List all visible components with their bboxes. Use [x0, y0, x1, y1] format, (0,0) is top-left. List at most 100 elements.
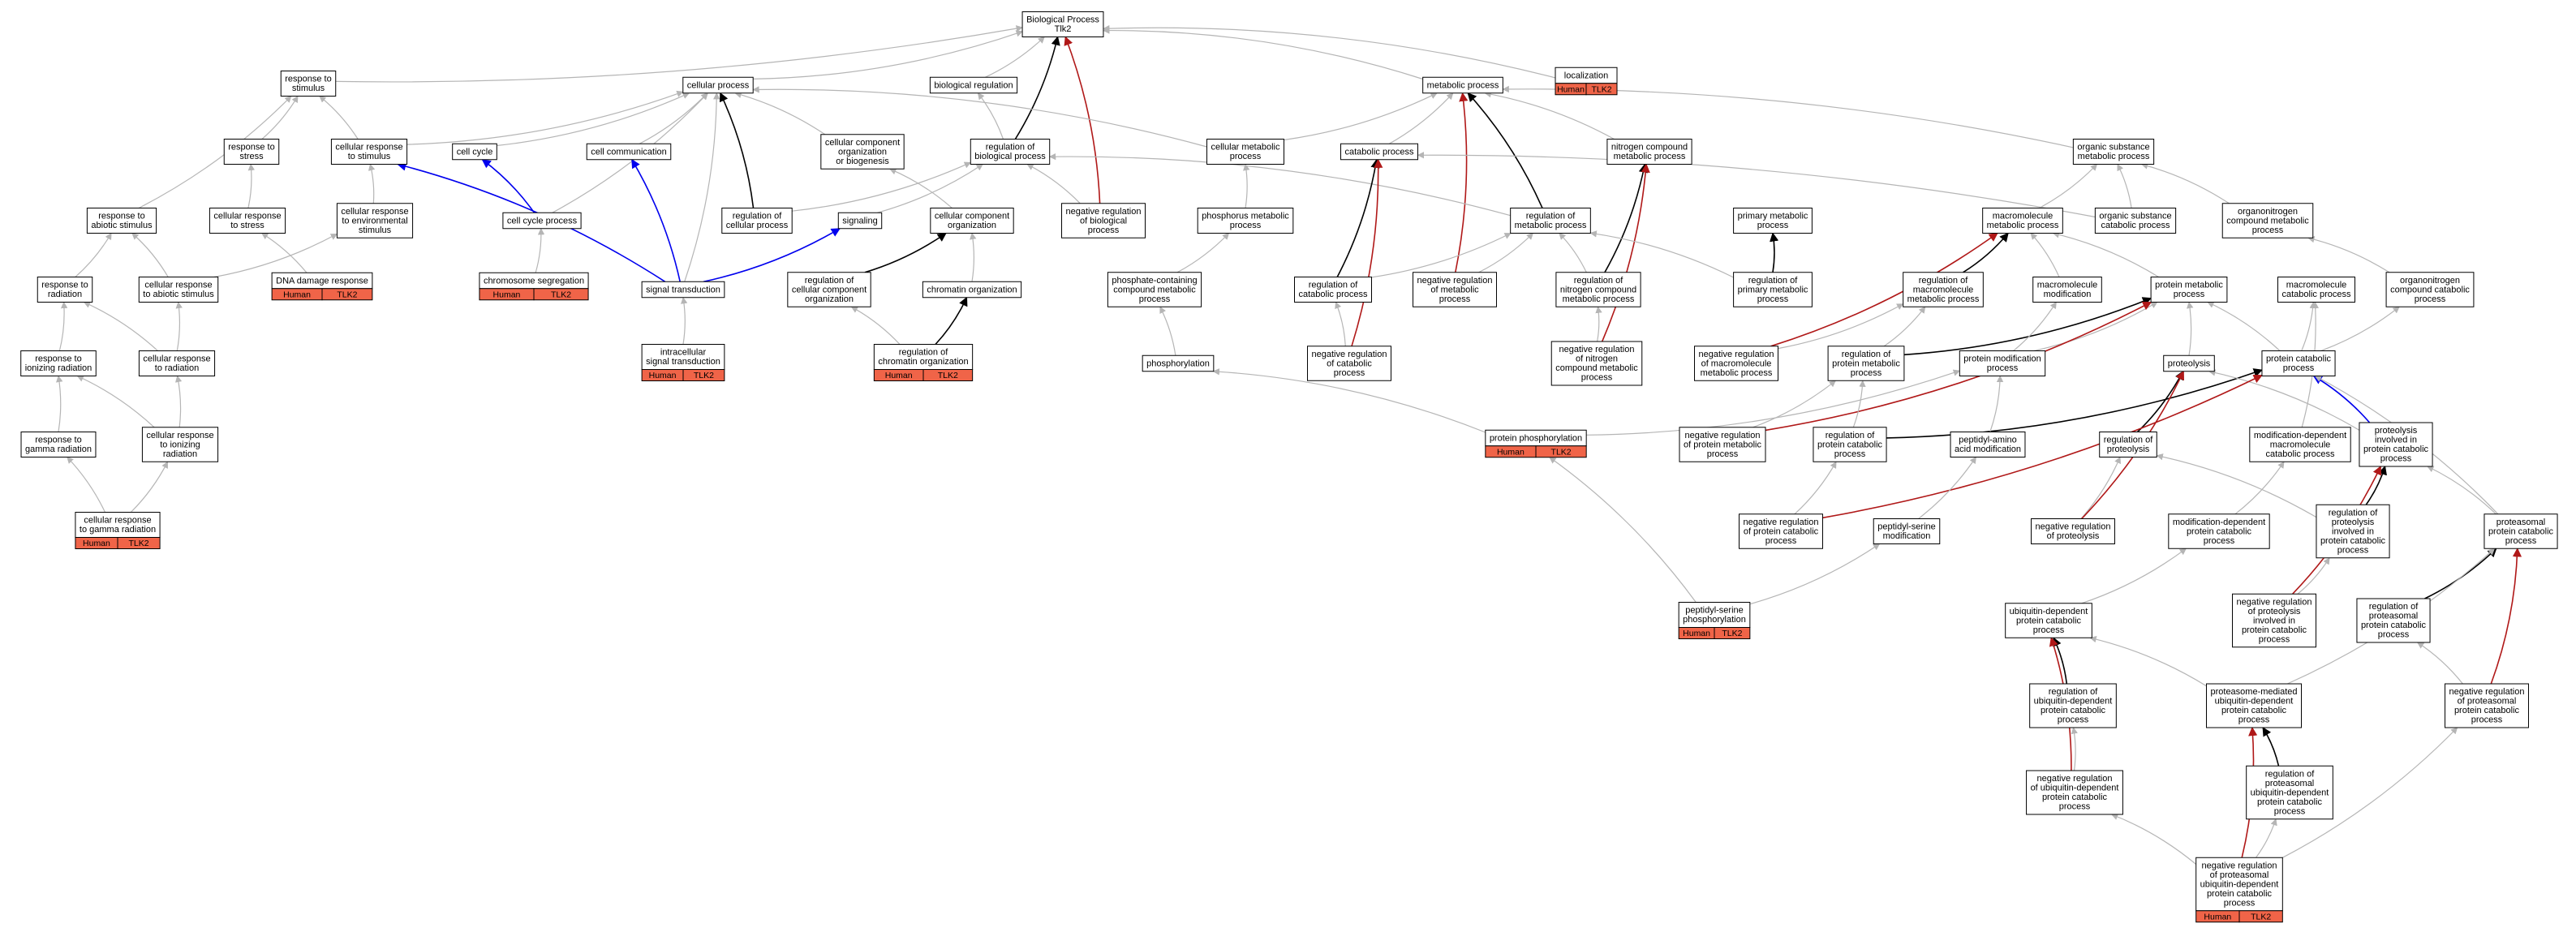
edge-is-a-cell-resp-gamma-to-cell-resp-ion: [130, 461, 169, 513]
annotation-cell-tlk2: [1535, 445, 1587, 458]
term-box: [1606, 139, 1692, 165]
term-node-reg-ubiq[interactable]: regulation ofubiquitin-dependentprotein …: [2029, 683, 2117, 728]
term-node-sig-trans[interactable]: signal transduction: [641, 281, 725, 299]
term-node-cell-cycle-proc[interactable]: cell cycle process: [502, 212, 582, 230]
edge-neg-regulates-neg-reg-nitro-to-nitro: [1601, 163, 1650, 342]
edge-is-a-neg-reg-catab-to-reg-catab: [1335, 301, 1346, 346]
term-node-reg-prot-med-ubiq[interactable]: regulation ofproteasomalubiquitin-depend…: [2246, 765, 2333, 820]
term-node-met-proc[interactable]: metabolic process: [1422, 76, 1503, 94]
term-label-line: compound catabolic: [2390, 285, 2470, 294]
term-box: [1733, 272, 1813, 307]
term-node-prot-med-ubiq[interactable]: proteasome-mediatedubiquitin-dependentpr…: [2205, 683, 2303, 728]
term-node-catab[interactable]: catabolic process: [1340, 143, 1418, 161]
term-node-bio-reg[interactable]: biological regulation: [929, 76, 1018, 94]
term-label-line: of proteolysis: [2047, 531, 2100, 541]
term-label-line: process: [2059, 802, 2091, 812]
term-node-chrom-org[interactable]: chromatin organization: [922, 281, 1022, 299]
edge-is-a-cc-org2-to-cc-org: [889, 168, 953, 208]
term-node-cell-comm[interactable]: cell communication: [586, 143, 672, 161]
term-node-mod-dep-macro[interactable]: modification-dependentmacromoleculecatab…: [2249, 427, 2351, 462]
term-node-proteolysis[interactable]: proteolysis: [2163, 354, 2215, 372]
term-node-phosphorylation[interactable]: phosphorylation: [1142, 354, 1215, 372]
term-label-line: radiation: [48, 290, 82, 299]
annotation-label-human: Human: [1557, 84, 1585, 94]
term-node-cell-cycle[interactable]: cell cycle: [452, 143, 497, 161]
term-label-line: catabolic process: [1345, 147, 1414, 157]
term-node-cell-proc[interactable]: cellular process: [682, 76, 754, 94]
term-box: [1061, 203, 1146, 238]
term-node-signaling[interactable]: signaling: [837, 212, 883, 230]
edge-is-a-reg-met-to-reg-bio: [1048, 152, 1511, 217]
